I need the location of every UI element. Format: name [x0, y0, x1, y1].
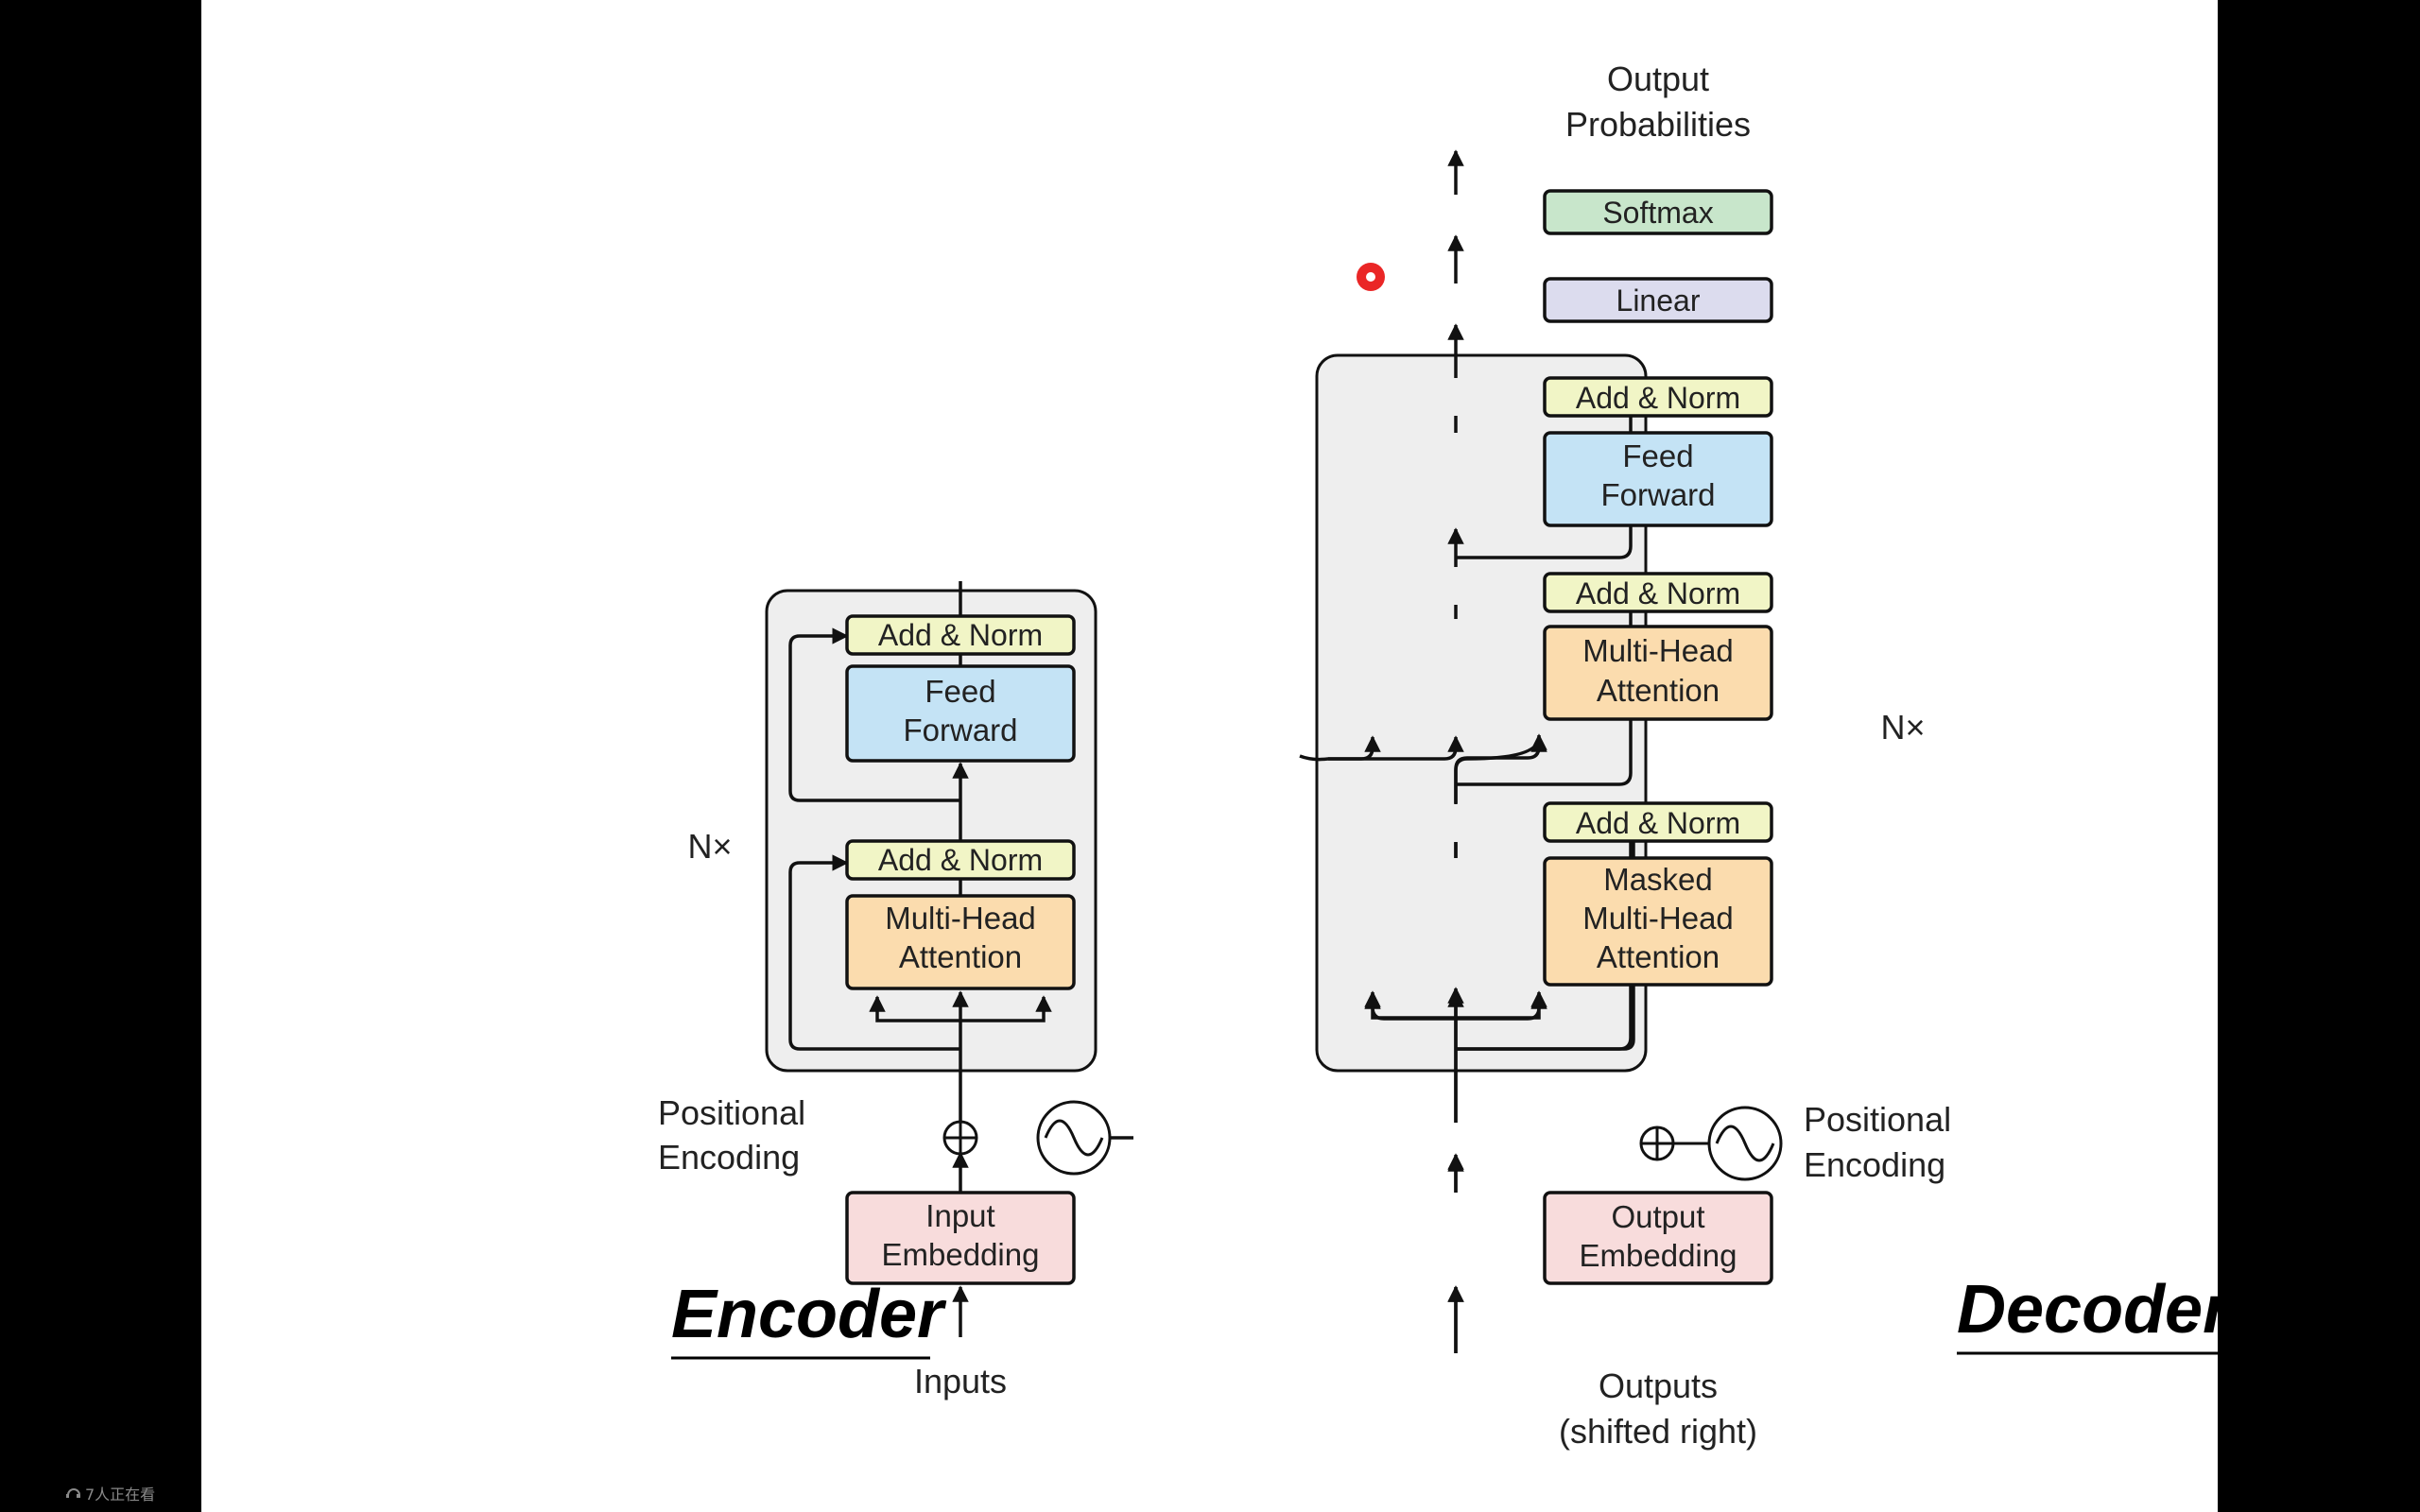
decoder-multi-head-attention	[1543, 625, 1773, 721]
output-embedding-line2: Embedding	[1580, 1238, 1737, 1273]
softmax-label: Softmax	[1602, 196, 1713, 230]
encoder-multi-head-attention	[845, 894, 1076, 990]
decoder-title: Decoder	[1957, 1272, 2218, 1348]
masked-attention-line2: Multi-Head	[1582, 901, 1734, 936]
decoder-nx-label: N×	[1880, 708, 1925, 747]
decoder-add-norm-bottom	[1543, 801, 1773, 843]
input-embedding-line2: Embedding	[882, 1237, 1040, 1272]
viewer-count: 7人正在看	[66, 1482, 155, 1504]
encoder-feed-forward-line1: Feed	[925, 674, 995, 709]
decoder-positional-encoding-line2: Encoding	[1804, 1145, 1945, 1184]
decoder-feed-forward-line1: Feed	[1622, 438, 1693, 473]
output-probabilities-line1: Output	[1607, 60, 1709, 98]
encoder-add-circle	[942, 1120, 978, 1156]
output-embedding-line1: Output	[1611, 1199, 1704, 1234]
decoder-positional-encoding-line1: Positional	[1804, 1100, 1951, 1139]
output-probabilities-line2: Probabilities	[1565, 105, 1751, 144]
encoder-attention-line2: Attention	[899, 939, 1022, 974]
decoder-masked-attention	[1543, 856, 1773, 987]
decoder-attention-line2: Attention	[1597, 673, 1720, 708]
encoder-add-norm-bottom	[845, 839, 1076, 881]
encoder-add-norm-top-label: Add & Norm	[878, 618, 1043, 652]
decoder-add-circle	[1639, 1125, 1675, 1161]
encoder-title: Encoder	[671, 1277, 947, 1352]
outputs-label-line2: (shifted right)	[1559, 1412, 1757, 1451]
encoder-attention-line1: Multi-Head	[885, 901, 1036, 936]
encoder-nx-label: N×	[687, 827, 732, 866]
encoder-wires	[788, 581, 1133, 1337]
outputs-label-line1: Outputs	[1599, 1366, 1718, 1405]
laser-pointer	[1357, 263, 1385, 291]
decoder-add-norm-bottom-label: Add & Norm	[1576, 806, 1740, 840]
masked-attention-line3: Attention	[1597, 939, 1720, 974]
output-embedding-box	[1543, 1191, 1773, 1285]
encoder-feed-forward	[845, 664, 1076, 763]
decoder-add-norm-middle-label: Add & Norm	[1576, 576, 1740, 610]
linear-label: Linear	[1616, 284, 1701, 318]
decoder-attention-line1: Multi-Head	[1582, 633, 1734, 668]
viewer-count-text: 7人正在看	[85, 1486, 156, 1503]
encoder-feed-forward-line2: Forward	[903, 713, 1017, 747]
cross-attention-memory	[1299, 735, 1464, 762]
masked-attention-line1: Masked	[1603, 862, 1713, 897]
decoder-add-norm-top-label: Add & Norm	[1576, 381, 1740, 415]
encoder-positional-encoding-icon	[1036, 1100, 1112, 1176]
input-embedding-line1: Input	[925, 1198, 994, 1233]
encoder-positional-encoding-line1: Positional	[658, 1093, 805, 1132]
input-embedding-box	[845, 1191, 1076, 1285]
softmax-box	[1543, 189, 1773, 235]
decoder-feed-forward-line2: Forward	[1600, 477, 1715, 512]
decoder-add-norm-top	[1543, 376, 1773, 418]
headset-icon	[66, 1487, 80, 1499]
encoder-block	[765, 589, 1098, 1073]
slide: Add & Norm Feed Forward Add & Norm Multi…	[201, 0, 2218, 1512]
inputs-label: Inputs	[914, 1362, 1007, 1400]
transformer-diagram: Add & Norm Feed Forward Add & Norm Multi…	[658, 60, 2218, 1451]
linear-box	[1543, 277, 1773, 323]
decoder-feed-forward	[1543, 431, 1773, 527]
decoder-positional-encoding-icon	[1707, 1106, 1783, 1181]
decoder-add-norm-middle	[1543, 572, 1773, 613]
encoder-add-norm-top	[845, 614, 1076, 656]
encoder-positional-encoding-line2: Encoding	[658, 1138, 800, 1177]
encoder-add-norm-bottom-label: Add & Norm	[878, 843, 1043, 877]
